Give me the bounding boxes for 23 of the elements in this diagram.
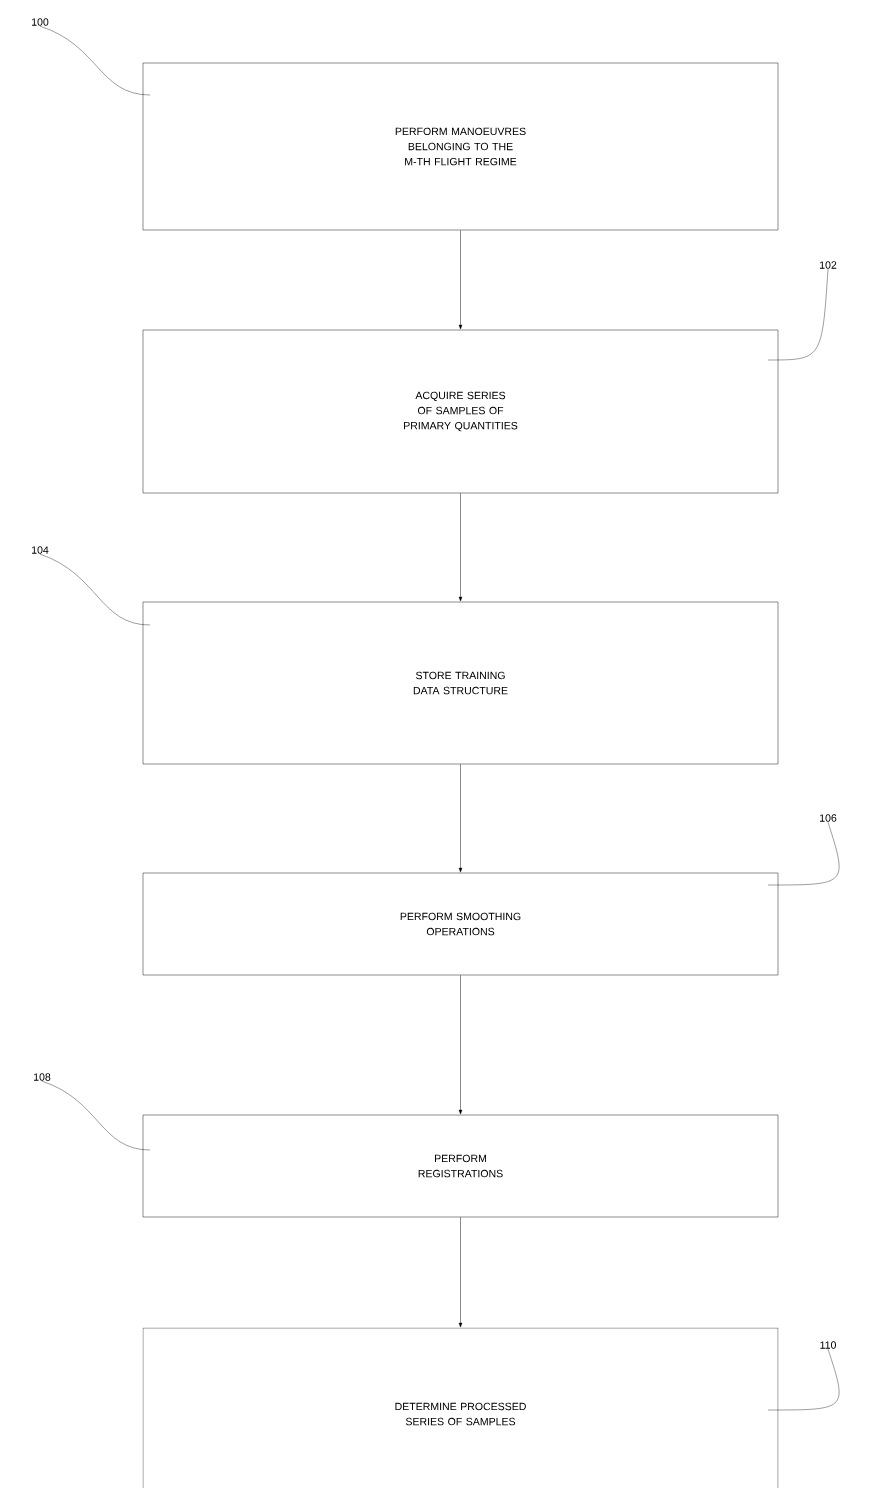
arrow bbox=[458, 493, 463, 602]
arrow bbox=[458, 1217, 463, 1328]
process-box: PERFORM MANOEUVRES BELONGING TO THE M-TH FLIGHT REGIME bbox=[142, 62, 779, 231]
process-box: PERFORM REGISTRATIONS bbox=[142, 1114, 779, 1218]
leader-line bbox=[767, 1348, 840, 1411]
leader-line bbox=[39, 25, 151, 96]
arrow bbox=[458, 230, 463, 330]
callout-number: 110 bbox=[820, 1341, 836, 1349]
process-box: PERFORM SMOOTHING OPERATIONS bbox=[142, 872, 779, 976]
leader-line bbox=[39, 553, 151, 626]
process-box: DETERMINE PROCESSED SERIES OF SAMPLES bbox=[142, 1327, 779, 1488]
leader-line bbox=[767, 268, 829, 361]
process-box: STORE TRAINING DATA STRUCTURE bbox=[142, 601, 779, 765]
callout-number: 108 bbox=[34, 1073, 51, 1081]
arrow bbox=[458, 975, 463, 1115]
callout-number: 100 bbox=[32, 18, 49, 26]
callout-number: 102 bbox=[820, 261, 837, 269]
callout-number: 104 bbox=[32, 546, 49, 554]
process-box: ACQUIRE SERIES OF SAMPLES OF PRIMARY QUANTITIES bbox=[142, 329, 779, 494]
leader-line bbox=[767, 821, 840, 886]
leader-line bbox=[41, 1080, 151, 1151]
callout-number: 106 bbox=[820, 814, 837, 822]
arrow bbox=[458, 764, 463, 873]
